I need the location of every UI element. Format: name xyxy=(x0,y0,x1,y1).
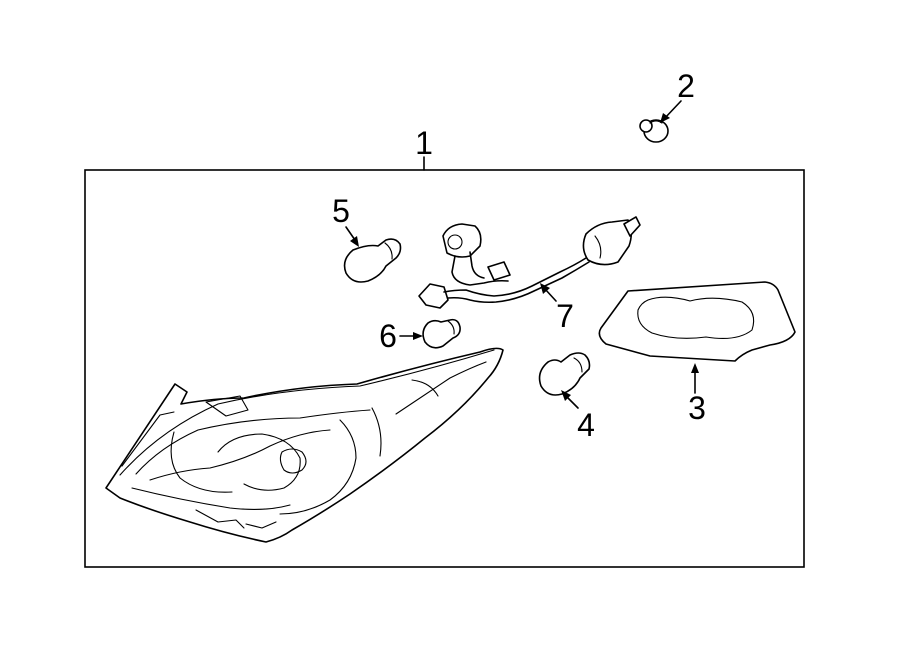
assembly-frame xyxy=(84,169,805,568)
callout-5-label: 5 xyxy=(332,193,350,229)
callout-7-label: 7 xyxy=(556,298,574,334)
callout-2-label: 2 xyxy=(677,68,695,104)
part-5-bulb[interactable] xyxy=(343,238,402,283)
callout-1[interactable]: 1 xyxy=(415,125,433,171)
callout-1-label: 1 xyxy=(415,125,433,161)
callout-4-label: 4 xyxy=(577,407,595,443)
callout-3-label: 3 xyxy=(688,390,706,426)
callout-3[interactable]: 3 xyxy=(688,363,706,426)
tail-lamp-assembly[interactable] xyxy=(105,347,504,543)
callout-6-label: 6 xyxy=(379,318,397,354)
part-3-gasket[interactable] xyxy=(598,281,796,362)
callout-7[interactable]: 7 xyxy=(540,283,574,334)
callout-6[interactable]: 6 xyxy=(379,318,423,354)
part-4-bulb[interactable] xyxy=(538,352,591,396)
callout-4[interactable]: 4 xyxy=(561,390,595,443)
part-2-clip[interactable] xyxy=(639,119,669,143)
callout-5[interactable]: 5 xyxy=(332,193,359,247)
callout-2[interactable]: 2 xyxy=(660,68,695,123)
part-7-harness[interactable] xyxy=(418,216,641,309)
part-6-bulb[interactable] xyxy=(422,318,461,349)
